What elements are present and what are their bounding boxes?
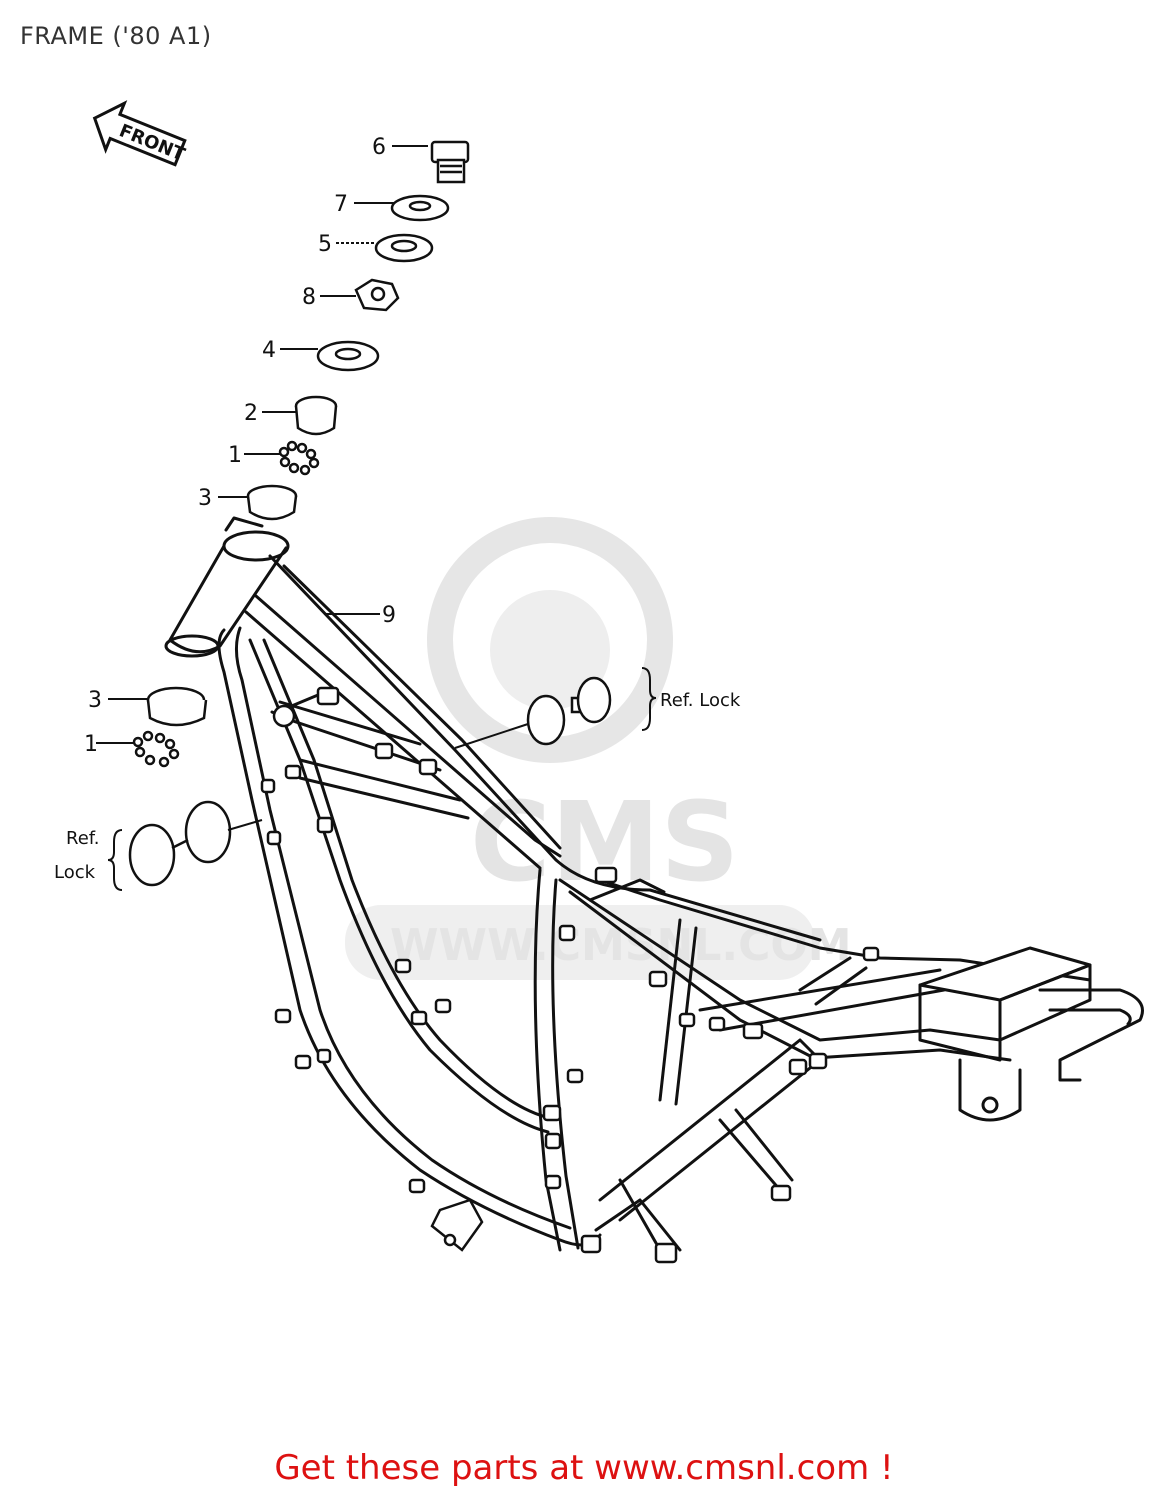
part-1-steel-balls-icon	[278, 440, 320, 476]
callout-7: 7	[334, 192, 348, 217]
frame-body	[164, 516, 1144, 1252]
leader-lines	[96, 145, 657, 891]
front-arrow-icon: FRONT	[92, 100, 188, 167]
callout-6: 6	[372, 135, 386, 160]
part-2-race-icon	[294, 395, 338, 436]
callout-9: 9	[382, 603, 396, 628]
part-3-cup-icon	[246, 484, 298, 521]
callout-2: 2	[244, 401, 258, 426]
ref-lock-upper-icon	[526, 676, 612, 746]
footer-promo-link[interactable]: Get these parts at www.cmsnl.com !	[274, 1448, 894, 1488]
part-3-lower-cup-icon	[146, 686, 208, 727]
ref-lock-lower-icon	[128, 800, 232, 887]
part-6-bolt-icon	[430, 140, 470, 184]
part-7-washer-icon	[390, 194, 450, 222]
callout-8: 8	[302, 285, 316, 310]
part-1-lower-balls-icon	[132, 730, 180, 768]
part-8-nut-icon	[354, 278, 400, 312]
callouts: 6 7 5 8 4 2 1 3 9 3 1	[84, 135, 396, 757]
callout-3-lower: 3	[88, 688, 102, 713]
callout-5: 5	[318, 232, 332, 257]
callout-3-upper: 3	[198, 486, 212, 511]
ref-lock-upper-label: Ref. Lock	[660, 690, 741, 711]
part-5-washer-icon	[374, 233, 434, 263]
callout-1-lower: 1	[84, 732, 98, 757]
ref-lock-lower-label-line1: Ref.	[66, 828, 100, 849]
callout-4: 4	[262, 338, 276, 363]
page-title: FRAME ('80 A1)	[20, 22, 212, 50]
ref-lock-lower-label-line2: Lock	[54, 862, 96, 883]
frame-brackets	[260, 686, 880, 1264]
part-4-washer-icon	[316, 340, 380, 372]
watermark: CMS WWW.CMSNL.COM	[345, 517, 852, 980]
frame-diagram: CMS WWW.CMSNL.COM FRONT	[54, 100, 1144, 1264]
callout-1-upper: 1	[228, 443, 242, 468]
